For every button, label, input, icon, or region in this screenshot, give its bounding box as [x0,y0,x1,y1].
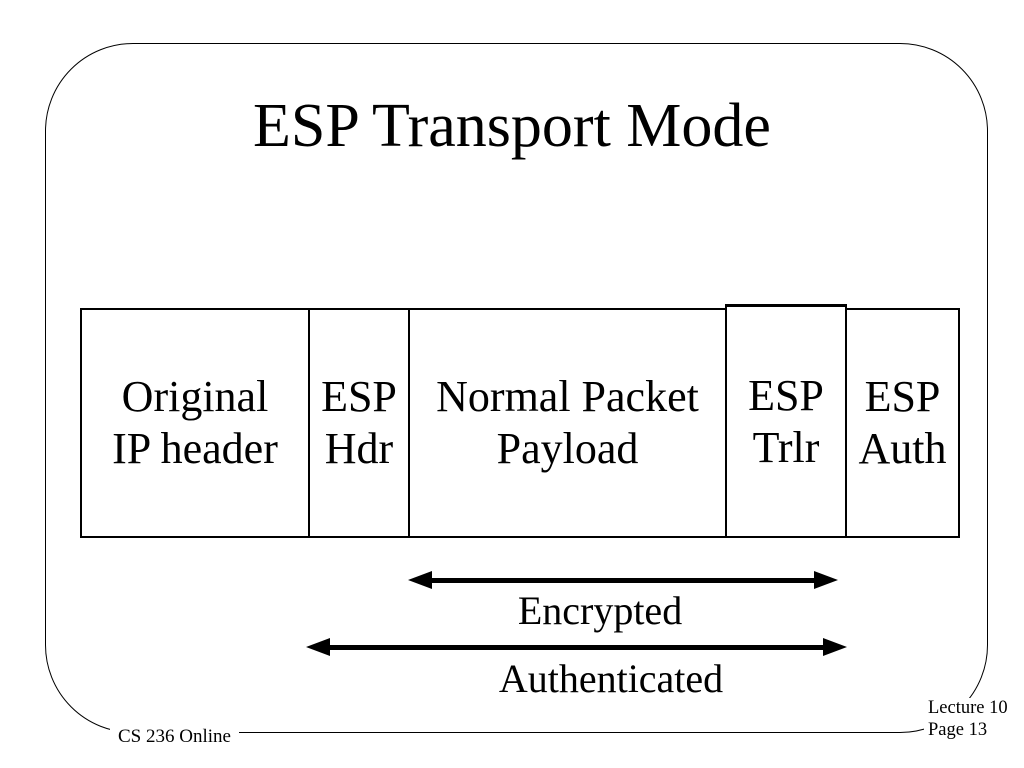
field-label-line: IP header [112,424,278,473]
field-normal-packet-payload: Normal Packet Payload [408,308,727,538]
field-label-line: Trlr [752,422,820,472]
field-label-line: Hdr [324,424,394,473]
field-label-line: ESP [864,372,941,422]
field-esp-auth: ESP Auth [845,308,960,538]
arrow-left-head-icon [306,638,330,656]
authenticated-label: Authenticated [498,656,724,701]
field-label-line: Normal Packet [436,372,699,422]
field-label-line: ESP [321,372,397,422]
slide-border-frame [45,43,988,733]
field-label-line: ESP [748,370,824,420]
field-esp-header: ESP Hdr [308,308,410,538]
field-label-line: Auth [858,424,947,473]
footer-course-name: CS 236 Online [110,725,239,750]
encrypted-label: Encrypted [517,588,683,633]
field-original-ip-header: Original IP header [80,308,310,538]
field-label-line: Payload [496,424,639,473]
arrow-right-head-icon [823,638,847,656]
field-esp-trailer: ESP Trlr [725,304,847,538]
footer-page-number: Page 13 [928,719,988,740]
footer-lecture-page: Lecture 10 Page 13 [924,698,1012,746]
arrow-shaft [330,644,823,650]
authenticated-span-arrow [306,638,847,656]
arrow-shaft [432,577,814,583]
slide-title: ESP Transport Mode [253,92,771,160]
field-label-line: Original [121,372,269,422]
arrow-left-head-icon [408,571,432,589]
arrow-right-head-icon [814,571,838,589]
encrypted-span-arrow [408,571,838,589]
footer-lecture-number: Lecture 10 [928,698,1008,718]
